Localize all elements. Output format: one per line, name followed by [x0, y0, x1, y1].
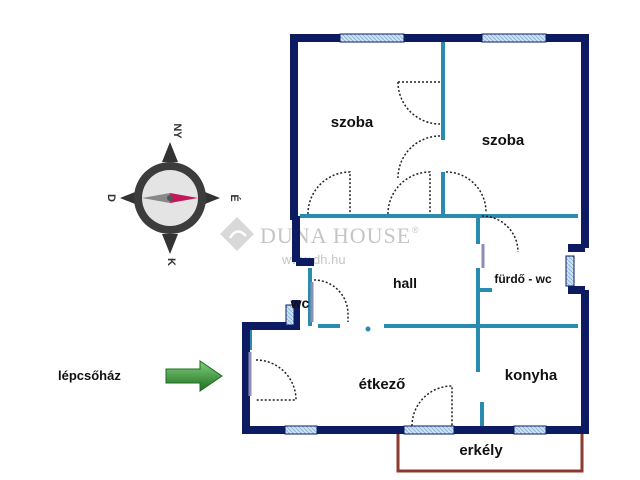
compass-rose-icon [120, 142, 220, 254]
compass-label-south: K [165, 258, 177, 266]
watermark-registered-mark: ® [412, 225, 419, 235]
room-label-wc: wc [290, 295, 310, 311]
partition-node [365, 326, 371, 332]
compass-label-west: D [105, 194, 117, 202]
watermark: DUNA HOUSE ® www.dh.hu [220, 217, 419, 267]
room-label-erkely: erkély [459, 442, 503, 459]
room-label-hall: hall [393, 275, 417, 291]
compass-label-north: NY [171, 123, 183, 139]
watermark-brand: DUNA HOUSE [260, 223, 411, 248]
balcony [396, 432, 584, 473]
door-leaves [248, 244, 485, 396]
compass-label-east: É [228, 194, 241, 201]
room-label-etkezo: étkező [359, 376, 406, 393]
door-swings [255, 81, 519, 427]
duna-house-logo-icon [220, 217, 254, 251]
entrance-label: lépcsőház [58, 368, 121, 383]
room-label-szoba-left: szoba [331, 114, 374, 131]
room-label-konyha: konyha [505, 367, 558, 384]
entrance-arrow-icon [165, 360, 223, 392]
room-label-furdo-wc: fürdő - wc [494, 272, 552, 286]
room-label-szoba-right: szoba [482, 132, 525, 149]
windows [284, 33, 575, 435]
outer-walls [242, 34, 589, 434]
compass: NY É K D [105, 123, 241, 266]
